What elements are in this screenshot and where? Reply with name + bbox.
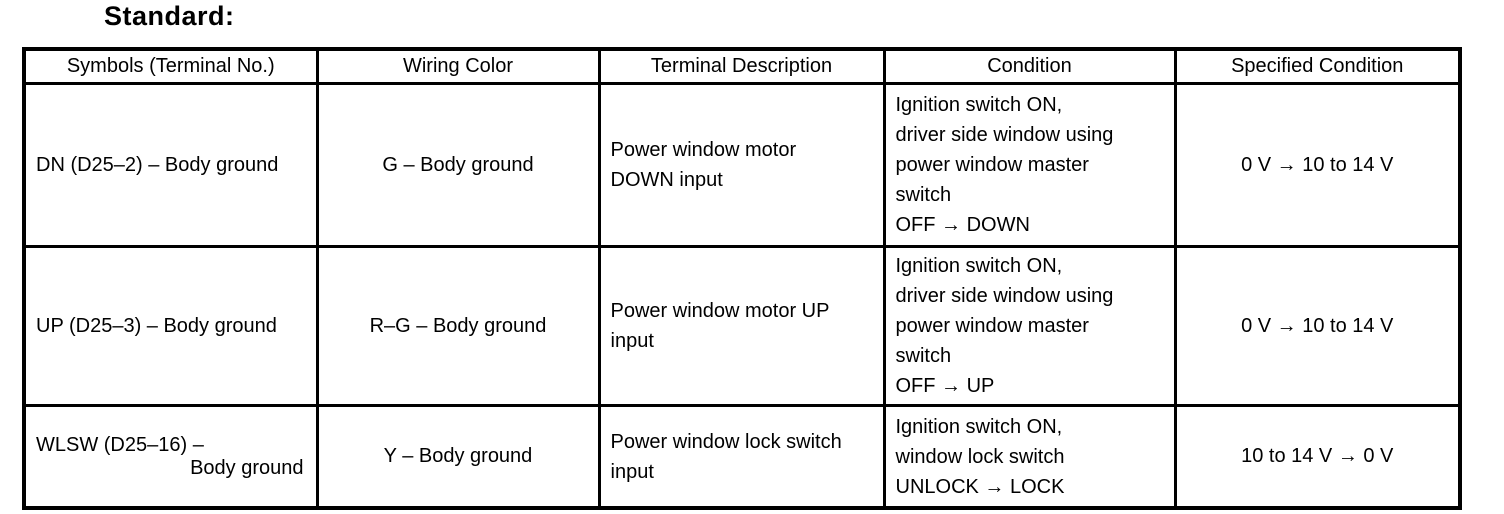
cell-wiring-color: Y – Body ground: [315, 404, 601, 510]
col-header-wiring-color: Wiring Color: [315, 47, 601, 85]
cell-specified-condition: 0 V → 10 to 14 V: [1173, 245, 1462, 407]
cell-symbols: WLSW (D25–16) – Body ground: [22, 404, 319, 510]
table-row-dn: DN (D25–2) – Body ground G – Body ground…: [22, 82, 1462, 248]
cell-condition: Ignition switch ON, driver side window u…: [882, 82, 1177, 248]
cell-specified-condition: 0 V → 10 to 14 V: [1173, 82, 1462, 248]
symbols-text: DN (D25–2) – Body ground: [36, 153, 279, 176]
cell-condition: Ignition switch ON, window lock switch U…: [882, 404, 1177, 510]
cell-condition: Ignition switch ON, driver side window u…: [882, 245, 1177, 407]
page-title: Standard:: [104, 1, 235, 31]
cell-specified-condition: 10 to 14 V → 0 V: [1173, 404, 1462, 510]
symbols-text-line2: Body ground: [190, 456, 304, 479]
cell-terminal-description: Power window lock switch input: [597, 404, 886, 510]
table-row-wlsw: WLSW (D25–16) – Body ground Y – Body gro…: [22, 404, 1462, 510]
cell-wiring-color: G – Body ground: [315, 82, 601, 248]
col-header-terminal-description: Terminal Description: [597, 47, 886, 85]
terminal-spec-table: Symbols (Terminal No.) Wiring Color Term…: [22, 47, 1462, 510]
symbols-text: WLSW (D25–16) –: [36, 433, 204, 456]
col-header-condition: Condition: [882, 47, 1177, 85]
cell-symbols: UP (D25–3) – Body ground: [22, 245, 319, 407]
symbols-text: UP (D25–3) – Body ground: [36, 314, 277, 337]
table-row-up: UP (D25–3) – Body ground R–G – Body grou…: [22, 245, 1462, 407]
col-header-symbols: Symbols (Terminal No.): [22, 47, 319, 85]
cell-terminal-description: Power window motor DOWN input: [597, 82, 886, 248]
col-header-specified-condition: Specified Condition: [1173, 47, 1462, 85]
header-row: Symbols (Terminal No.) Wiring Color Term…: [22, 47, 1462, 85]
cell-symbols: DN (D25–2) – Body ground: [22, 82, 319, 248]
cell-wiring-color: R–G – Body ground: [315, 245, 601, 407]
cell-terminal-description: Power window motor UP input: [597, 245, 886, 407]
